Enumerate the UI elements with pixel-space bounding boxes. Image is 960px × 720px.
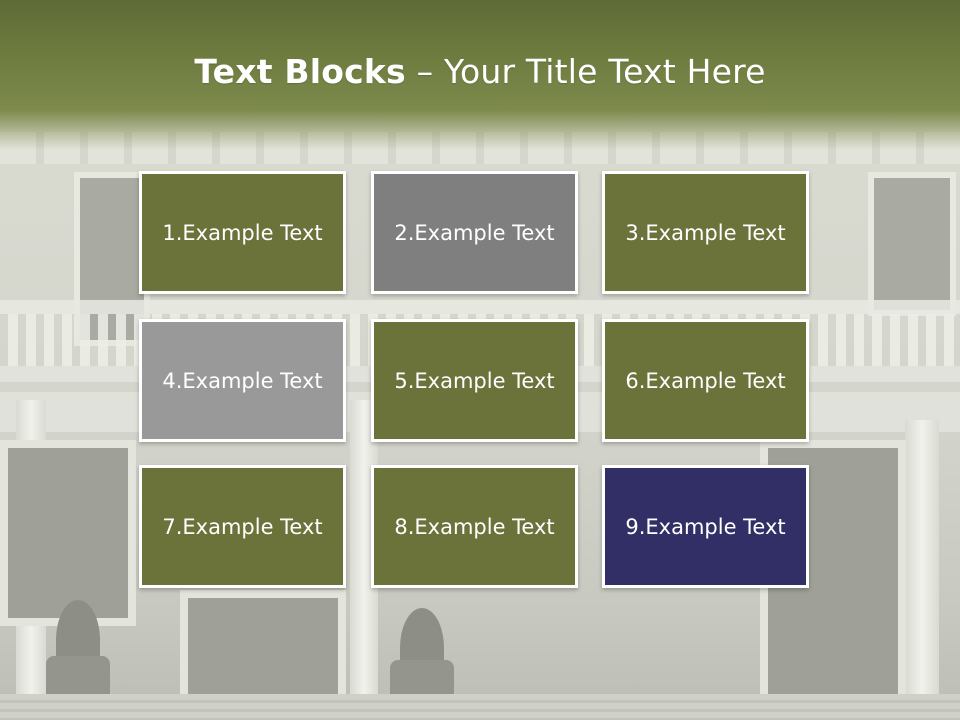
title-band — [0, 0, 960, 150]
text-block-label: 8.Example Text — [394, 514, 555, 539]
text-block-label: 2.Example Text — [394, 220, 555, 245]
text-block-4[interactable]: 4.Example Text — [139, 319, 346, 442]
text-block-label: 3.Example Text — [625, 220, 786, 245]
text-block-label: 7.Example Text — [162, 514, 323, 539]
text-block-2[interactable]: 2.Example Text — [371, 171, 578, 294]
text-block-label: 5.Example Text — [394, 368, 555, 393]
slide-title: Text Blocks – Your Title Text Here — [0, 52, 960, 91]
text-block-8[interactable]: 8.Example Text — [371, 465, 578, 588]
text-block-label: 9.Example Text — [625, 514, 786, 539]
text-block-6[interactable]: 6.Example Text — [602, 319, 809, 442]
column — [905, 420, 939, 700]
window-right — [868, 172, 956, 316]
text-block-label: 1.Example Text — [162, 220, 323, 245]
steps — [0, 694, 960, 720]
text-block-7[interactable]: 7.Example Text — [139, 465, 346, 588]
title-rest: Your Title Text Here — [444, 52, 766, 91]
text-block-9[interactable]: 9.Example Text — [602, 465, 809, 588]
title-bold: Text Blocks — [194, 52, 406, 91]
text-block-label: 6.Example Text — [625, 368, 786, 393]
title-dash: – — [416, 52, 434, 91]
text-block-label: 4.Example Text — [162, 368, 323, 393]
text-block-1[interactable]: 1.Example Text — [139, 171, 346, 294]
text-block-3[interactable]: 3.Example Text — [602, 171, 809, 294]
doorway-left — [0, 440, 136, 626]
text-block-5[interactable]: 5.Example Text — [371, 319, 578, 442]
